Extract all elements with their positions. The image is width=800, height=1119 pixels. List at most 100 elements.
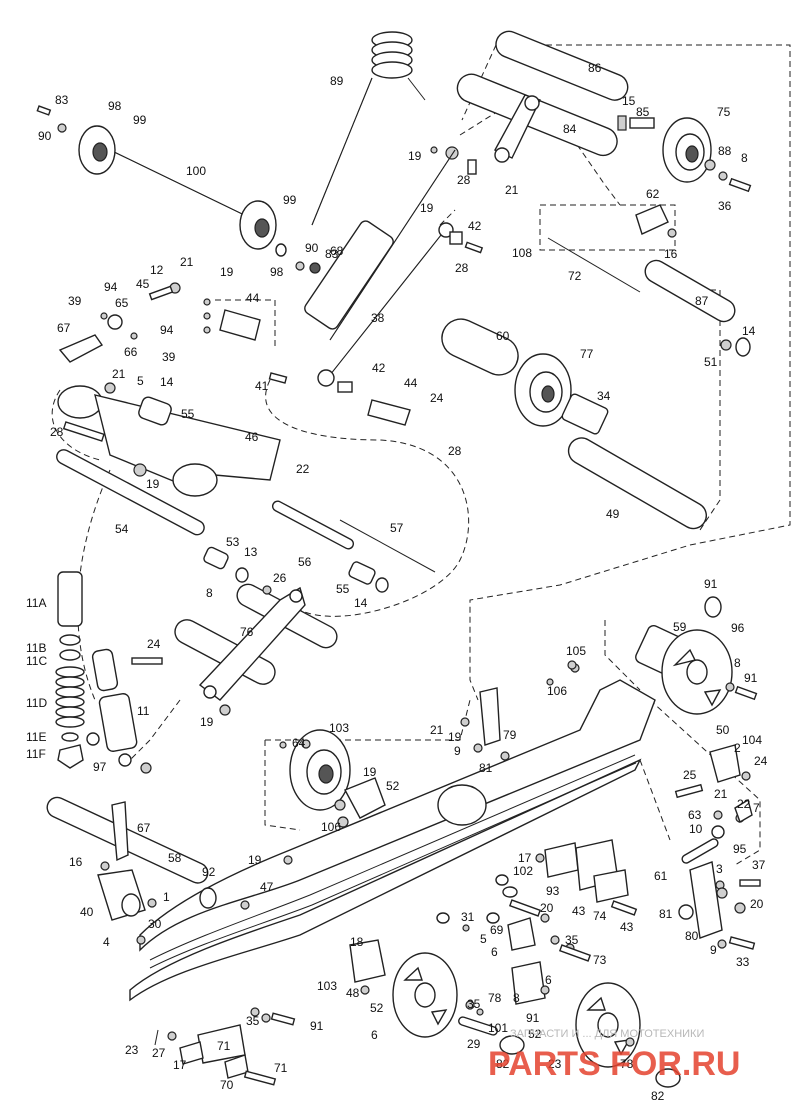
part-label: 16 — [664, 247, 678, 261]
part-label: 28 — [448, 444, 462, 458]
bracket-62 — [635, 204, 669, 235]
part-label: 98 — [108, 99, 122, 113]
part-label: 5 — [137, 374, 144, 388]
part-label: 62 — [646, 187, 660, 201]
part-label: 19 — [448, 730, 462, 744]
tube-86 — [495, 30, 629, 101]
part-label: 90 — [305, 241, 319, 255]
part-label: 70 — [220, 1078, 234, 1092]
part-label: 104 — [742, 733, 762, 747]
rear-arm-76 — [131, 583, 338, 716]
part-label: 11F — [26, 747, 46, 761]
part-label: 37 — [752, 858, 766, 872]
part-label: 94 — [104, 280, 118, 294]
part-label: 39 — [68, 294, 82, 308]
part-label: 17 — [173, 1058, 187, 1072]
part-label: 91 — [744, 671, 758, 685]
part-label: 60 — [496, 329, 510, 343]
part-label: 108 — [512, 246, 532, 260]
part-label: 28 — [457, 173, 471, 187]
rear-rods-and-wheels — [441, 237, 751, 530]
part-label: 74 — [593, 909, 607, 923]
part-label: 91 — [310, 1019, 324, 1033]
lower-front-shaft — [46, 796, 217, 945]
part-label: 54 — [115, 522, 129, 536]
rod-56 — [271, 500, 355, 550]
part-label: 19 — [220, 265, 234, 279]
part-label: 43 — [572, 904, 586, 918]
part-label: 47 — [260, 880, 274, 894]
front-wheel-64 — [279, 729, 386, 828]
part-label: 21 — [505, 183, 519, 197]
part-label: 71 — [274, 1061, 288, 1075]
part-label: 6 — [545, 973, 552, 987]
part-label: 20 — [540, 901, 554, 915]
part-label: 7 — [753, 801, 760, 815]
part-label: 46 — [245, 430, 259, 444]
rail-48 — [129, 758, 642, 1002]
part-label: 92 — [202, 865, 216, 879]
part-label: 27 — [152, 1046, 166, 1060]
part-label: 23 — [125, 1043, 139, 1057]
part-label: 99 — [133, 113, 147, 127]
part-label: 77 — [580, 347, 594, 361]
part-label: 11C — [26, 654, 47, 668]
part-label: 93 — [546, 884, 560, 898]
part-label: 41 — [255, 379, 269, 393]
part-label: 64 — [292, 736, 306, 750]
part-label: 85 — [636, 105, 650, 119]
part-label: 51 — [704, 355, 718, 369]
tube-60 — [441, 318, 519, 376]
part-label: 78 — [620, 1057, 634, 1071]
part-label: 19 — [363, 765, 377, 779]
middle-hardware — [436, 839, 638, 962]
part-label: 24 — [147, 637, 161, 651]
slider-52-right — [511, 961, 546, 1005]
part-label: 57 — [390, 521, 404, 535]
part-label: 11 — [137, 704, 150, 718]
part-label: 91 — [704, 577, 718, 591]
part-label: 106 — [547, 684, 567, 698]
part-label: 17 — [518, 851, 532, 865]
front-arm-assembly — [56, 282, 436, 593]
part-label: 94 — [160, 323, 174, 337]
part-label: 11E — [26, 730, 46, 744]
part-label: 10 — [689, 822, 703, 836]
part-label: 50 — [716, 723, 730, 737]
part-label: 25 — [683, 768, 697, 782]
part-label: 67 — [57, 321, 71, 335]
part-label: 35 — [246, 1014, 260, 1028]
part-label: 14 — [354, 596, 368, 610]
part-label: 95 — [733, 842, 747, 856]
part-label: 13 — [244, 545, 258, 559]
part-label: 35 — [565, 933, 579, 947]
part-label: 28 — [50, 425, 64, 439]
lower-wheels — [250, 939, 681, 1088]
part-label: 48 — [346, 986, 360, 1000]
part-label: 1 — [163, 890, 170, 904]
upper-axle-assembly — [36, 105, 321, 274]
adjuster-block — [674, 744, 761, 950]
part-label: 52 — [370, 1001, 384, 1015]
part-label: 83 — [55, 93, 69, 107]
part-label: 73 — [593, 953, 607, 967]
part-label: 8 — [734, 656, 741, 670]
part-label: 67 — [137, 821, 151, 835]
part-label: 21 — [112, 367, 126, 381]
part-label: 102 — [513, 864, 533, 878]
watermark-logo: PARTS FOR.RU — [488, 1045, 740, 1083]
part-label: 40 — [80, 905, 94, 919]
part-label: 106 — [321, 820, 341, 834]
part-label: 24 — [430, 391, 444, 405]
part-label: 24 — [754, 754, 768, 768]
part-label: 4 — [103, 935, 110, 949]
tube-87 — [644, 259, 736, 323]
part-label: 71 — [217, 1039, 231, 1053]
part-label: 96 — [731, 621, 745, 635]
part-label: 66 — [124, 345, 138, 359]
part-label: 8 — [206, 586, 213, 600]
part-label: 75 — [717, 105, 731, 119]
part-label: 19 — [200, 715, 214, 729]
part-label: 11B — [26, 641, 46, 655]
part-label: 6 — [371, 1028, 378, 1042]
